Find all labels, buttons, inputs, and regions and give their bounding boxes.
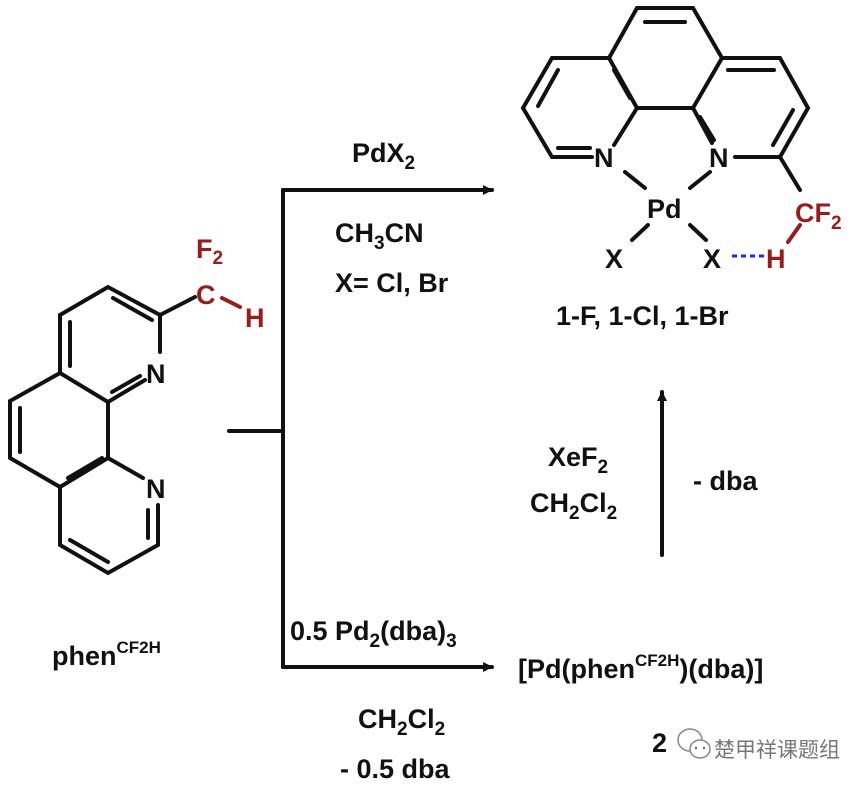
atom-n: N [146,359,166,389]
phen-cf2h-structure: N N F2 C H [8,234,265,576]
product-1-structure: N N Pd X X H CF2 [520,6,842,274]
condition-x: X= Cl, Br [335,268,449,298]
atom-f2: F2 [196,234,223,269]
bonds [520,6,811,258]
atom-pd: Pd [647,194,682,224]
solvent-ch2cl2: CH2Cl2 [530,488,617,524]
atom-c: C [196,280,216,310]
atom-x: X [703,244,721,274]
atom-x: X [605,244,623,274]
atom-n: N [146,474,166,504]
watermark-text: 楚甲祥课题组 [714,738,840,762]
watermark: 楚甲祥课题组 [677,728,840,762]
reagent-pd2dba3: 0.5 Pd2(dba)3 [290,616,457,652]
bonds [8,284,242,576]
starting-material-label: phenCF2H [52,638,161,671]
product-1-label: 1-F, 1-Cl, 1-Br [556,301,729,331]
product-2-label: 2 [652,728,667,758]
atom-cf2: CF2 [795,198,842,234]
byproduct-dba: - dba [693,466,758,496]
branch-arrows [227,185,667,672]
solvent-ch3cn: CH3CN [335,218,424,254]
reagent-xef2: XeF2 [548,442,608,478]
solvent-ch2cl2: CH2Cl2 [358,704,445,740]
product-2-formula: [Pd(phenCF2H)(dba)] [518,651,763,684]
reagent-pdx2: PdX2 [352,138,415,174]
byproduct-0-5-dba: - 0.5 dba [340,754,451,784]
wechat-icon [677,728,711,759]
atom-n: N [594,143,614,173]
atom-h: H [766,244,786,274]
atom-h: H [245,303,265,333]
atom-n: N [709,143,729,173]
